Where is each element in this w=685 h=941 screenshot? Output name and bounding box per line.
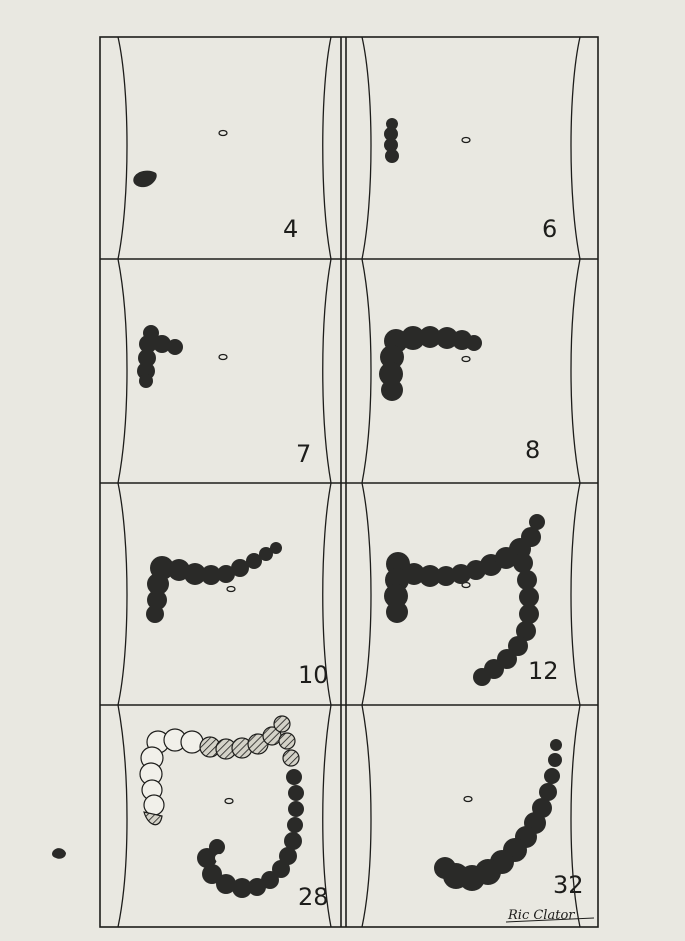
barium-loop-gap-panel-28 [215, 854, 223, 862]
panel-label-7: 7 [296, 440, 311, 468]
barium-shadow-panel-6 [384, 118, 399, 163]
barium-shadow-panel-28 [197, 769, 304, 898]
outer-frame [100, 37, 598, 927]
barium-shadow-panel-4 [133, 171, 156, 187]
panel-label-28: 28 [298, 883, 329, 911]
panel-label-6: 6 [542, 215, 557, 243]
panel-label-10: 10 [298, 661, 329, 689]
barium-shadow-panel-28-cleared [140, 716, 299, 825]
panel-label-4: 4 [283, 215, 298, 243]
barium-shadow-panel-8 [379, 326, 482, 401]
paper-blemish [52, 848, 66, 859]
barium-shadow-panel-32 [434, 739, 562, 891]
panel-label-8: 8 [525, 436, 540, 464]
panel-label-12: 12 [528, 657, 559, 685]
panel-label-32: 32 [553, 871, 584, 899]
barium-shadow-panel-7 [137, 325, 183, 388]
barium-shadow-panel-12 [384, 514, 545, 686]
body-outlines [118, 37, 580, 927]
barium-shadow-panel-10 [146, 542, 282, 623]
